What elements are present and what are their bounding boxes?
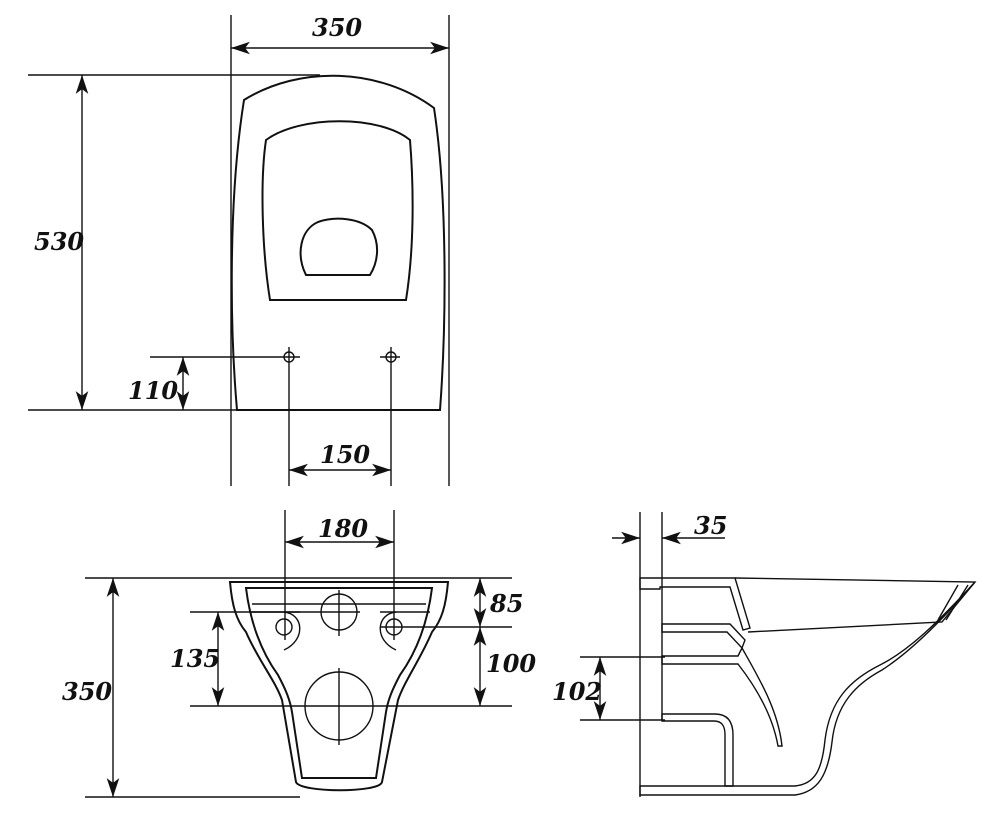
dim-top-to-bolt: 85: [489, 589, 523, 618]
seat-inner: [261, 120, 414, 301]
dim-outlet-height: 102: [552, 677, 602, 706]
bowl-opening: [299, 217, 378, 276]
bolt-hole-left: [275, 618, 293, 636]
dim-bolt-to-outlet: 100: [486, 649, 536, 678]
rear-outline: [228, 581, 450, 792]
bowl-outline: [230, 74, 446, 411]
rear-view: 180 85 100 135 350: [62, 510, 536, 798]
dim-inlet-to-outlet: 135: [170, 644, 220, 673]
rear-inner: [244, 587, 434, 779]
dim-height: 350: [62, 677, 112, 706]
dim-width: 350: [312, 13, 362, 42]
dim-frame-spacing: 180: [318, 514, 368, 543]
dim-length: 530: [34, 227, 84, 256]
dim-wall-offset: 35: [694, 511, 727, 540]
dim-bolt-spacing: 150: [320, 440, 370, 469]
dim-bolt-height: 110: [128, 376, 178, 405]
top-view: 350 530 110 150: [28, 13, 450, 486]
side-view: 35 102: [552, 511, 977, 797]
